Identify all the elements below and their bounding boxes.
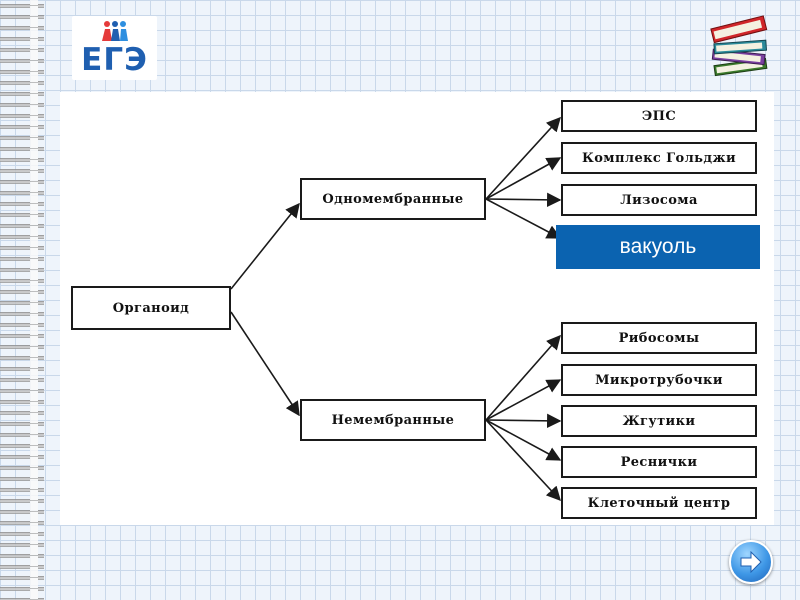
group-box-nonmembrane: Немембранные	[300, 399, 486, 441]
diagram-panel: Органоид Одномембранные Немембранные ЭПС…	[60, 92, 774, 525]
arrow-to-ribosomes	[485, 334, 561, 421]
diagram-connectors	[230, 116, 562, 502]
logo-figures-icon	[102, 21, 128, 41]
next-slide-button[interactable]	[729, 540, 773, 584]
ege-logo: ЕГЭ	[72, 16, 157, 80]
logo-text: ЕГЭ	[81, 42, 148, 78]
books-stack-icon	[710, 15, 768, 77]
answer-box-vacuole: вакуоль	[556, 225, 760, 269]
arrow-root-to-nonmembrane	[230, 311, 300, 417]
leaf-box-centrosome: Клеточный центр	[561, 487, 757, 519]
arrow-to-vacuole	[485, 198, 562, 239]
arrow-to-cilia	[485, 419, 562, 461]
notebook-spiral-binding	[0, 0, 44, 600]
arrow-to-golgi	[485, 157, 562, 200]
leaf-box-eps: ЭПС	[561, 100, 757, 132]
arrow-right-icon	[740, 551, 762, 573]
leaf-box-lysosome: Лизосома	[561, 184, 757, 216]
arrow-root-to-membrane	[230, 202, 300, 290]
leaf-box-cilia: Реснички	[561, 446, 757, 478]
root-box: Органоид	[71, 286, 231, 330]
arrow-to-centrosome	[485, 419, 561, 502]
arrow-to-flagella	[485, 413, 562, 429]
leaf-box-microtubules: Микротрубочки	[561, 364, 757, 396]
arrow-to-lysosome	[485, 192, 562, 208]
leaf-box-golgi: Комплекс Гольджи	[561, 142, 757, 174]
arrow-to-eps	[485, 116, 561, 200]
group-box-membrane: Одномембранные	[300, 178, 486, 220]
leaf-box-flagella: Жгутики	[561, 405, 757, 437]
leaf-box-ribosomes: Рибосомы	[561, 322, 757, 354]
arrow-to-microtubules	[485, 379, 562, 421]
